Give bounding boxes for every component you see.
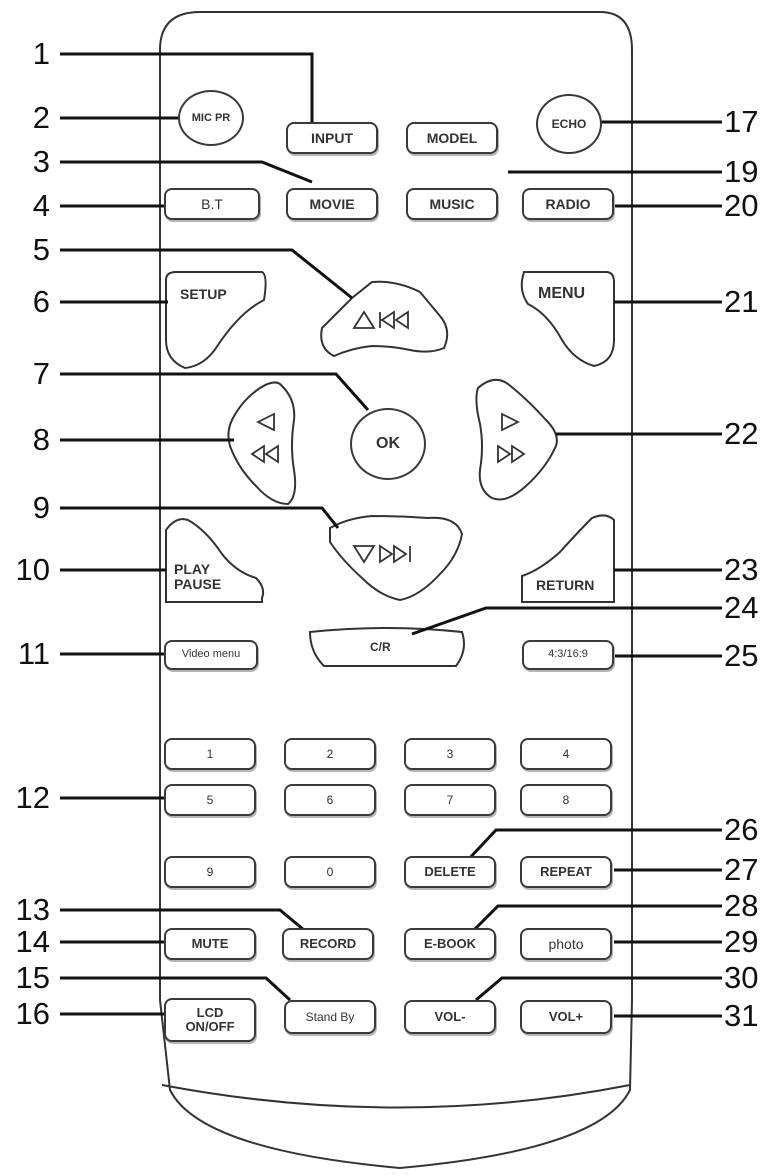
delete-button[interactable]: DELETE (404, 856, 496, 888)
digit-2-button[interactable]: 2 (284, 738, 376, 770)
photo-button[interactable]: photo (520, 928, 612, 960)
callout-16: 16 (15, 996, 50, 1031)
callout-19: 19 (724, 154, 759, 189)
leader-30 (475, 976, 722, 1002)
setup-button[interactable]: SETUP (180, 286, 227, 302)
mute-button[interactable]: MUTE (164, 928, 256, 960)
callout-15: 15 (15, 960, 50, 995)
callout-30: 30 (724, 960, 759, 995)
digit-0-button[interactable]: 0 (284, 856, 376, 888)
ok-button[interactable]: OK (350, 408, 426, 480)
vol-minus-button[interactable]: VOL- (404, 1000, 496, 1034)
echo-button[interactable]: ECHO (536, 94, 602, 154)
leader-lines (60, 52, 722, 1018)
movie-button[interactable]: MOVIE (286, 188, 378, 220)
callout-5: 5 (32, 232, 50, 267)
music-button[interactable]: MUSIC (406, 188, 498, 220)
input-button[interactable]: INPUT (286, 122, 378, 154)
pause-label: PAUSE (174, 575, 222, 592)
mic-pr-button[interactable]: MIC PR (178, 90, 244, 146)
callout-6: 6 (32, 284, 50, 319)
callout-8: 8 (32, 422, 50, 457)
leader-5 (60, 248, 353, 300)
callout-23: 23 (724, 552, 759, 587)
lcd-label: LCD (196, 1005, 224, 1021)
digit-7-button[interactable]: 7 (404, 784, 496, 816)
callout-17: 17 (724, 104, 759, 139)
on-off-label: ON/OFF (185, 1019, 235, 1034)
callout-31: 31 (724, 998, 759, 1033)
standby-button[interactable]: Stand By (284, 1000, 376, 1034)
callout-4: 4 (32, 188, 50, 223)
leader-15 (60, 976, 292, 1002)
digit-8-button[interactable]: 8 (520, 784, 612, 816)
callout-26: 26 (724, 812, 759, 847)
up-prev-icon (352, 310, 409, 330)
bt-button[interactable]: B.T (164, 188, 260, 220)
digit-6-button[interactable]: 6 (284, 784, 376, 816)
callout-14: 14 (15, 924, 50, 959)
callout-7: 7 (32, 356, 50, 391)
callout-2: 2 (32, 100, 50, 135)
play-pause-key-shape (165, 518, 265, 603)
repeat-button[interactable]: REPEAT (520, 856, 612, 888)
leader-24 (411, 606, 722, 636)
right-fast-forward-icon (497, 412, 526, 464)
digit-4-button[interactable]: 4 (520, 738, 612, 770)
digit-9-button[interactable]: 9 (164, 856, 256, 888)
leader-13 (60, 908, 305, 932)
callout-3: 3 (32, 144, 50, 179)
leader-9 (60, 506, 340, 529)
vol-plus-button[interactable]: VOL+ (520, 1000, 612, 1034)
callout-21: 21 (724, 284, 759, 319)
record-button[interactable]: RECORD (282, 928, 374, 960)
menu-button[interactable]: MENU (538, 285, 586, 302)
callout-9: 9 (32, 490, 50, 525)
play-pause-button[interactable]: PLAY PAUSE (174, 562, 221, 591)
callout-12: 12 (15, 780, 50, 815)
ebook-button[interactable]: E-BOOK (404, 928, 496, 960)
leader-26 (464, 828, 722, 864)
left-rew-key-shape (227, 381, 297, 506)
callout-20: 20 (724, 188, 759, 223)
return-key-shape (521, 514, 615, 603)
radio-button[interactable]: RADIO (522, 188, 614, 220)
cr-button[interactable]: C/R (370, 640, 391, 654)
video-menu-button[interactable]: Video menu (164, 640, 258, 670)
callout-22: 22 (724, 416, 759, 451)
callout-24: 24 (724, 590, 759, 625)
callout-25: 25 (724, 638, 759, 673)
model-button[interactable]: MODEL (406, 122, 498, 154)
cr-key-shape (308, 627, 465, 667)
callout-29: 29 (724, 924, 759, 959)
callout-11: 11 (17, 636, 50, 671)
leader-28 (472, 904, 722, 932)
left-rewind-icon (250, 412, 279, 464)
callout-1: 1 (32, 36, 50, 71)
leader-7 (60, 372, 370, 411)
return-button[interactable]: RETURN (536, 577, 595, 593)
menu-key-shape (520, 271, 615, 368)
digit-1-button[interactable]: 1 (164, 738, 256, 770)
digit-3-button[interactable]: 3 (404, 738, 496, 770)
down-next-icon (352, 544, 411, 564)
leader-1 (60, 52, 314, 122)
callout-10: 10 (15, 552, 50, 587)
aspect-ratio-button[interactable]: 4:3/16:9 (522, 640, 614, 670)
lcd-on-off-button[interactable]: LCD ON/OFF (164, 998, 256, 1042)
callout-13: 13 (15, 892, 50, 927)
down-next-key-shape (329, 514, 464, 602)
play-label: PLAY (174, 561, 211, 577)
digit-5-button[interactable]: 5 (164, 784, 256, 816)
callout-27: 27 (724, 852, 759, 887)
leader-3 (60, 160, 313, 184)
setup-key-shape (165, 271, 267, 370)
callout-28: 28 (724, 888, 759, 923)
right-ff-key-shape (475, 378, 558, 501)
remote-bottom-curve (161, 1084, 631, 1109)
